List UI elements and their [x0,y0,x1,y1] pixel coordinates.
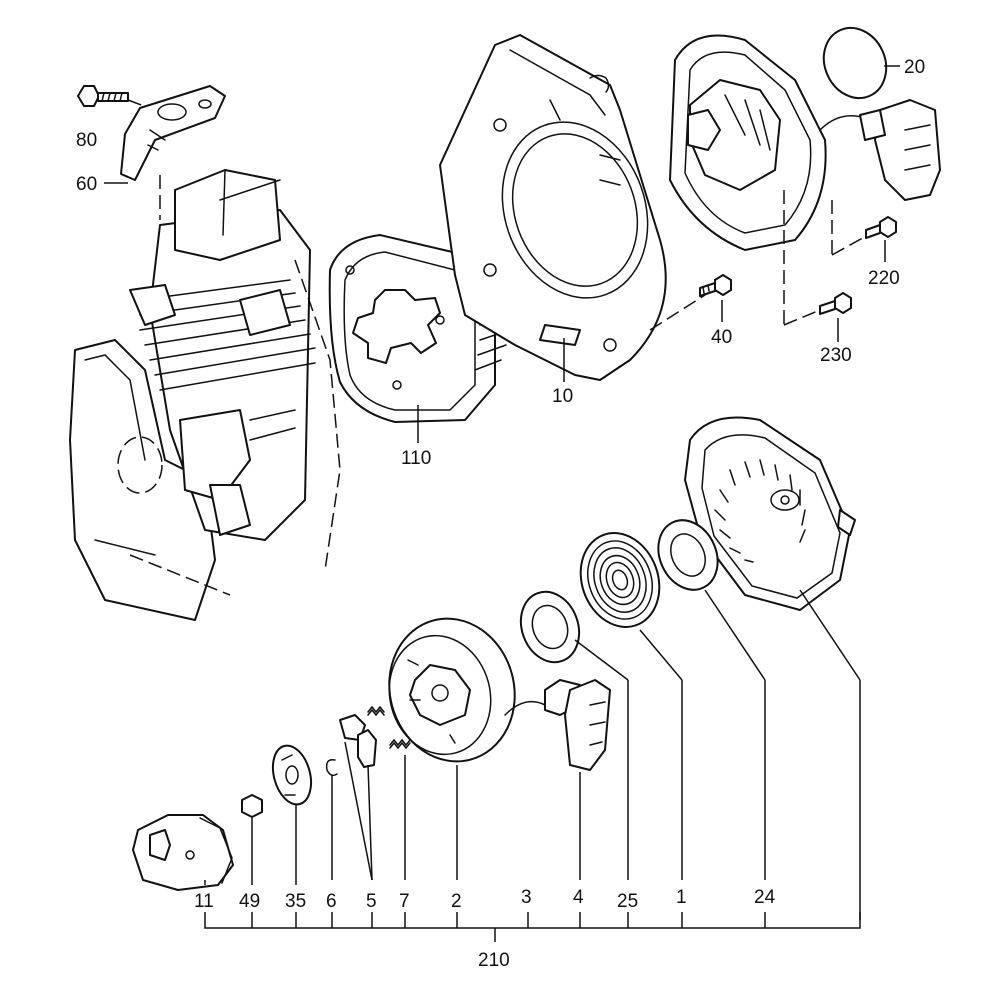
part-2-reel [388,617,516,763]
callout-80: 80 [76,130,97,151]
part-24-starter-case [684,416,856,611]
callout-210: 210 [478,950,510,971]
part-3-washer [519,590,581,664]
part-220-bolt [865,216,897,239]
callout-2: 2 [451,891,462,912]
recoil-starter-assembled [669,34,941,251]
part-4-handle [544,679,611,771]
part-35-friction-plate [271,744,313,806]
part-60-plate [120,85,226,181]
part-11-pulley [132,814,234,891]
callout-25: 25 [617,891,638,912]
part-1-washer [657,519,719,591]
part-80-bolt [77,85,129,107]
callout-10: 10 [552,386,573,407]
part-10-fan-housing [439,34,667,381]
part-40-bolt [699,274,732,297]
part-20-decal [822,26,888,100]
part-7-spring [389,738,411,750]
callout-60: 60 [76,174,97,195]
callout-5: 5 [366,891,377,912]
part-230-bolt [819,292,852,315]
callout-4: 4 [573,887,584,908]
callout-3: 3 [521,887,532,908]
engine-cylinder-crankcase [69,169,341,621]
callout-110: 110 [401,448,431,469]
callout-7: 7 [399,891,410,912]
part-6-snap-ring [325,758,338,777]
assembly-bracket-210 [204,912,861,942]
callout-11: 11 [194,891,214,912]
callout-6: 6 [326,891,337,912]
callout-1: 1 [676,887,687,908]
part-25-spiral-spring [579,532,661,628]
callout-40: 40 [711,327,732,348]
part-5-ratchets [339,705,385,768]
part-49-screw [241,794,263,818]
callout-35: 35 [285,891,306,912]
callout-24: 24 [754,887,776,908]
callout-230: 230 [820,345,852,366]
callout-220: 220 [868,268,900,289]
callout-49: 49 [239,891,260,912]
callout-20: 20 [904,57,925,78]
